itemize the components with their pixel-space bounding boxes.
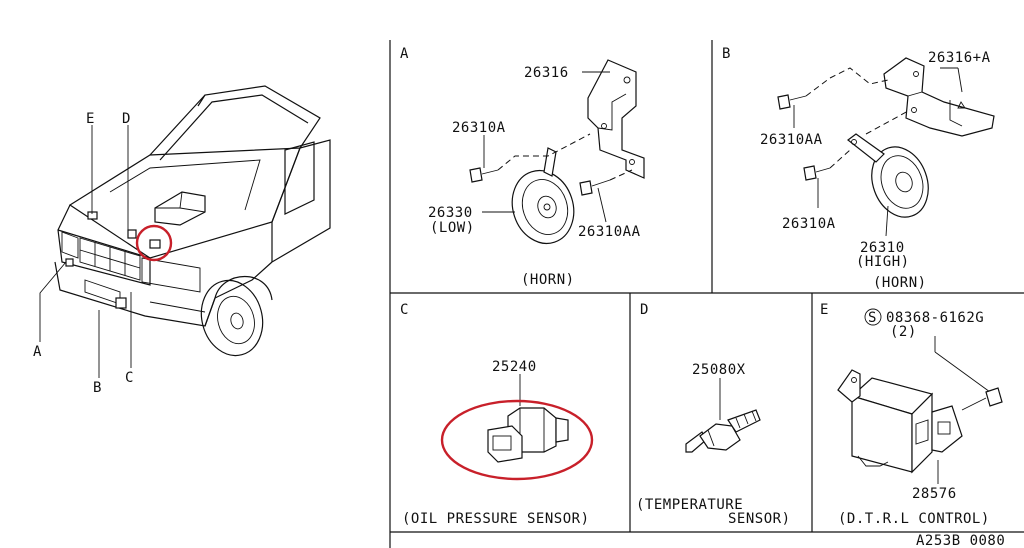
part-26310: 26310 xyxy=(860,240,905,256)
part-26316-plus-a: 26316+A xyxy=(928,50,991,66)
part-26330-low: (LOW) xyxy=(430,220,475,236)
part-26330: 26330 xyxy=(428,205,473,221)
panel-b-drawing xyxy=(777,57,995,237)
panel-grid xyxy=(389,40,1024,548)
panel-d-letter: D xyxy=(640,302,649,318)
part-26310aa-a: 26310AA xyxy=(578,224,641,240)
callout-e-label: E xyxy=(86,111,95,127)
part-26316: 26316 xyxy=(524,65,569,81)
callout-d-label: D xyxy=(122,111,131,127)
panel-b-caption: (HORN) xyxy=(873,275,927,291)
part-28576: 28576 xyxy=(912,486,957,502)
screw-symbol-letter: S xyxy=(868,310,877,326)
panel-c-caption: (OIL PRESSURE SENSOR) xyxy=(402,511,590,527)
panel-c-drawing xyxy=(440,374,594,481)
panel-a-drawing xyxy=(469,59,645,244)
part-08368-6162g: 08368-6162G xyxy=(886,310,984,326)
part-26310-high: (HIGH) xyxy=(856,254,910,270)
part-qty-2: (2) xyxy=(890,324,917,340)
part-26310aa-b: 26310AA xyxy=(760,132,823,148)
part-25240: 25240 xyxy=(492,359,537,375)
panel-d-drawing xyxy=(685,378,761,453)
vehicle-overview xyxy=(39,85,331,378)
panel-d-caption-line1: (TEMPERATURE xyxy=(636,497,743,513)
panel-e-caption: (D.T.R.L CONTROL) xyxy=(838,511,990,527)
panel-e-letter: E xyxy=(820,302,829,318)
panel-e-drawing xyxy=(837,308,1003,484)
highlight-circle-sensor xyxy=(135,224,173,262)
part-26310a-a: 26310A xyxy=(452,120,506,136)
part-25080x: 25080X xyxy=(692,362,746,378)
part-26310a-b: 26310A xyxy=(782,216,836,232)
highlight-ellipse-oil-sensor xyxy=(440,399,594,481)
panel-d-caption-line2: SENSOR) xyxy=(728,511,791,527)
panel-c-letter: C xyxy=(400,302,409,318)
callout-c-label: C xyxy=(125,370,134,386)
callout-b-label: B xyxy=(93,380,102,396)
panel-a-caption: (HORN) xyxy=(521,272,575,288)
drawing-code: A253B 0080 xyxy=(916,533,1005,548)
panel-b-letter: B xyxy=(722,46,731,62)
screw-symbol-circle xyxy=(864,308,882,326)
callout-a-label: A xyxy=(33,344,42,360)
panel-a-letter: A xyxy=(400,46,409,62)
